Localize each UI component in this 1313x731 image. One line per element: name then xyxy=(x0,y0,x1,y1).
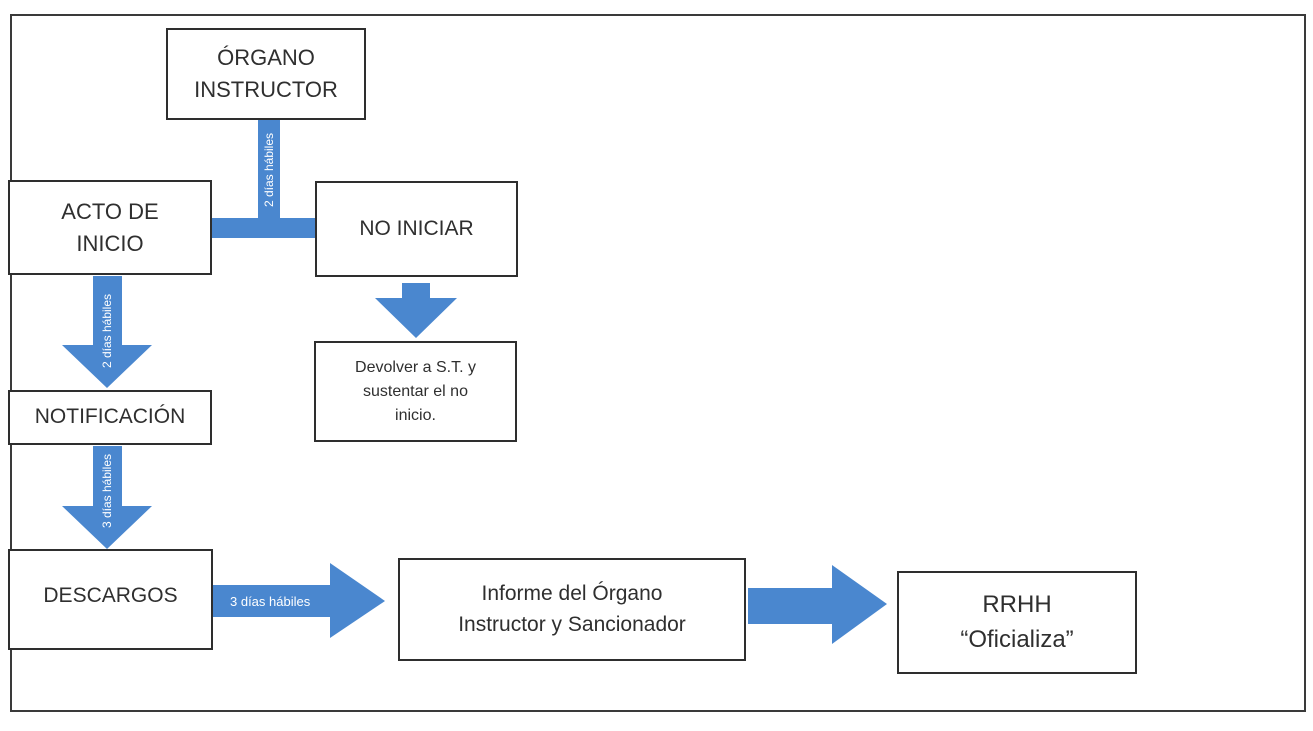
organo-line-2: INSTRUCTOR xyxy=(194,77,338,102)
acto-line-1: ACTO DE xyxy=(61,198,159,224)
arrow-notificacion-to-descargos xyxy=(62,446,152,549)
t-connector-horizontal xyxy=(210,218,320,238)
box-devolver: Devolver a S.T. y sustentar el no inicio… xyxy=(314,341,517,442)
notificacion-label: NOTIFICACIÓN xyxy=(34,405,186,429)
no-iniciar-label: NO INICIAR xyxy=(359,216,474,240)
arrow-informe-to-rrhh xyxy=(748,565,887,644)
acto-line-2: INICIO xyxy=(76,230,144,256)
rrhh-line-2: “Oficializa” xyxy=(960,625,1074,653)
label-descargos-informe: 3 días hábiles xyxy=(230,594,311,609)
descargos-label: DESCARGOS xyxy=(43,584,178,607)
label-notificacion-descargos: 3 días hábiles xyxy=(100,453,114,529)
box-notificacion: NOTIFICACIÓN xyxy=(8,390,212,445)
t-connector-vertical xyxy=(258,118,280,218)
box-organo-instructor: ÓRGANO INSTRUCTOR xyxy=(166,28,366,120)
diagram-frame xyxy=(10,14,1306,712)
box-no-iniciar: NO INICIAR xyxy=(315,181,518,277)
rrhh-line-1: RRHH xyxy=(982,590,1052,618)
devolver-line-2: sustentar el no xyxy=(363,382,468,400)
informe-line-2: Instructor y Sancionador xyxy=(458,612,686,636)
box-acto-de-inicio: ACTO DE INICIO xyxy=(8,180,212,275)
label-inicio-notificacion: 2 días hábiles xyxy=(100,293,114,369)
informe-line-1: Informe del Órgano xyxy=(481,582,663,606)
label-organo-branch: 2 días hábiles xyxy=(262,132,276,208)
devolver-line-1: Devolver a S.T. y xyxy=(355,358,476,376)
arrow-inicio-to-notificacion xyxy=(62,276,152,388)
arrow-no-iniciar-to-devolver xyxy=(375,283,457,338)
box-informe: Informe del Órgano Instructor y Sanciona… xyxy=(398,558,746,661)
arrow-descargos-to-informe xyxy=(213,563,385,638)
devolver-line-3: inicio. xyxy=(395,406,436,424)
organo-line-1: ÓRGANO xyxy=(217,45,315,71)
box-descargos: DESCARGOS xyxy=(8,549,213,650)
box-rrhh: RRHH “Oficializa” xyxy=(897,571,1137,674)
